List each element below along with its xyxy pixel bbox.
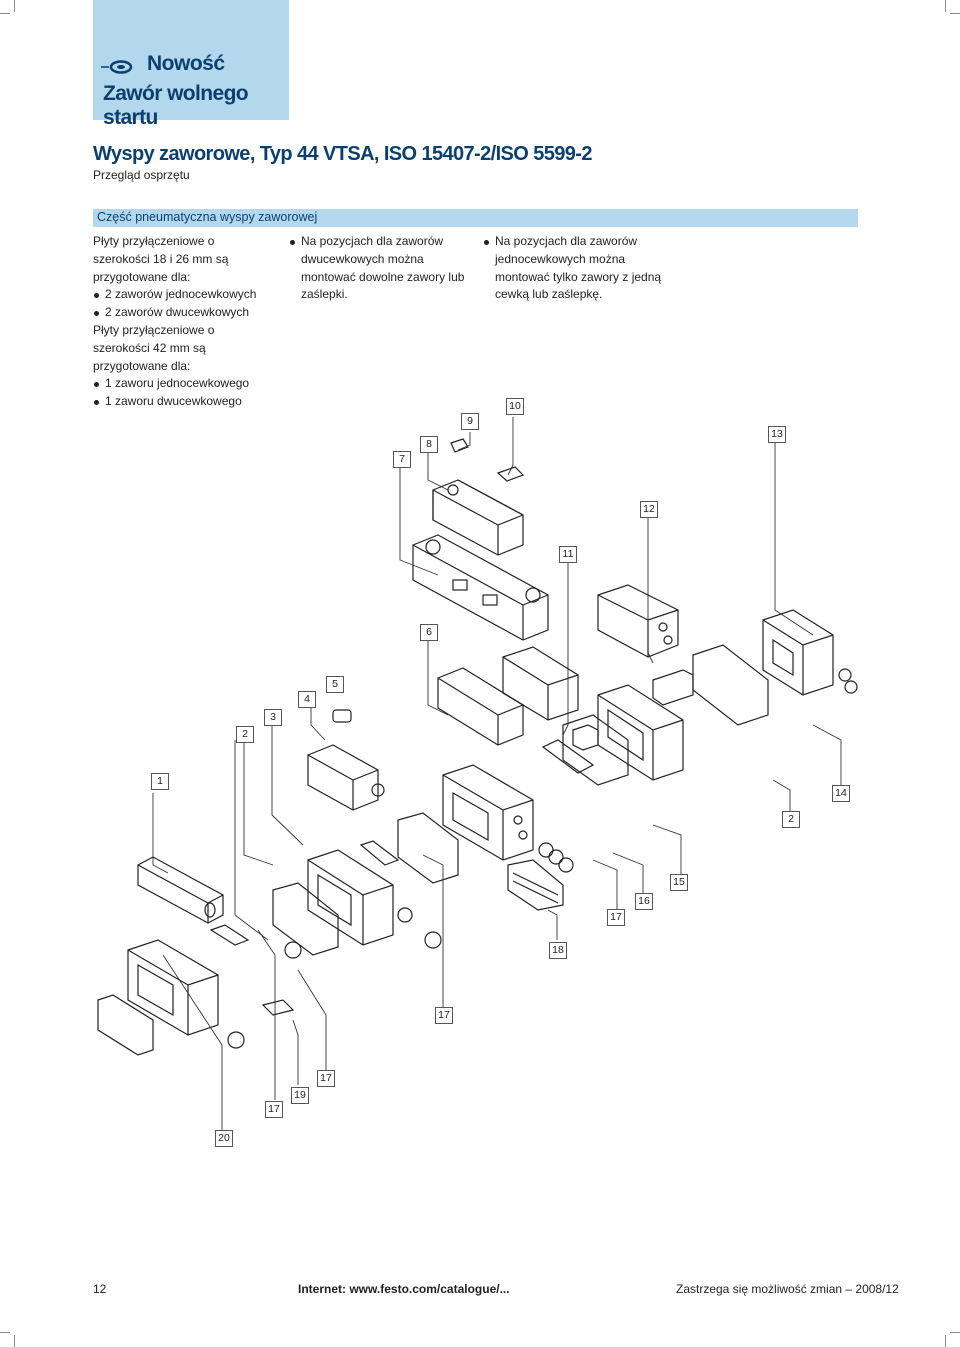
crop-mark — [945, 1335, 946, 1347]
badge-subtitle: Zawór wolnego startu — [103, 82, 249, 129]
callout-label: 10 — [506, 398, 524, 415]
callout-label: 17 — [317, 1070, 335, 1087]
crop-mark — [0, 1332, 10, 1333]
page-title: Wyspy zaworowe, Typ 44 VTSA, ISO 15407-2… — [93, 143, 592, 165]
callout-label: 5 — [326, 676, 344, 693]
callout-label: 16 — [635, 893, 653, 910]
column-right: Na pozycjach dla zaworów jednocewkowych … — [483, 233, 673, 304]
callout-label: 17 — [265, 1101, 283, 1118]
callout-label: 17 — [435, 1007, 453, 1024]
change-notice: Zastrzega się możliwość zmian – 2008/12 — [676, 1282, 899, 1296]
paragraph: Płyty przyłączeniowe o szerokości 42 mm … — [93, 322, 215, 373]
column-middle: Na pozycjach dla zaworów dwucewkowych mo… — [289, 233, 469, 304]
crop-mark — [14, 1335, 15, 1347]
bullet-item: 1 zaworu dwucewkowego — [93, 393, 273, 411]
new-product-icon — [101, 60, 133, 74]
callout-label: 19 — [291, 1087, 309, 1104]
crop-mark — [0, 13, 10, 14]
bullet-item: 1 zaworu jednocewkowego — [93, 375, 273, 393]
exploded-view-drawing: 7 8 9 10 13 12 11 6 5 4 3 2 1 14 2 15 16… — [93, 395, 863, 1155]
callout-label: 14 — [832, 785, 850, 802]
callout-label: 4 — [298, 691, 316, 708]
section-heading: Część pneumatyczna wyspy zaworowej — [97, 210, 318, 224]
exploded-view-illustration — [97, 417, 858, 1130]
callout-label: 7 — [393, 451, 411, 468]
callout-label: 6 — [420, 624, 438, 641]
crop-mark — [14, 0, 15, 12]
bullet-item: Na pozycjach dla zaworów dwucewkowych mo… — [289, 233, 469, 304]
callout-label: 2 — [236, 726, 254, 743]
callout-label: 20 — [215, 1130, 233, 1147]
callout-label: 9 — [461, 413, 479, 430]
paragraph: Płyty przyłączeniowe o szerokości 18 i 2… — [93, 234, 229, 284]
bullet-item: 2 zaworów jednocewkowych — [93, 286, 273, 304]
callout-label: 3 — [264, 709, 282, 726]
page-subtitle: Przegląd osprzętu — [93, 168, 190, 182]
callout-label: 15 — [670, 874, 688, 891]
callout-label: 17 — [607, 909, 625, 926]
crop-mark — [950, 1332, 960, 1333]
page-number: 12 — [93, 1282, 107, 1296]
column-left: Płyty przyłączeniowe o szerokości 18 i 2… — [93, 233, 273, 411]
bullet-item: Na pozycjach dla zaworów jednocewkowych … — [483, 233, 673, 304]
badge-label: Nowość — [147, 52, 225, 75]
callout-label: 2 — [782, 811, 800, 828]
callout-label: 18 — [549, 942, 567, 959]
internet-link[interactable]: Internet: www.festo.com/catalogue/... — [298, 1282, 510, 1296]
callout-label: 11 — [559, 546, 577, 563]
crop-mark — [945, 0, 946, 12]
callout-label: 1 — [151, 773, 169, 790]
bullet-item: 2 zaworów dwucewkowych — [93, 304, 273, 322]
internet-link-text: Internet: www.festo.com/catalogue/... — [298, 1282, 510, 1296]
callout-label: 13 — [768, 426, 786, 443]
section-heading-bar: Część pneumatyczna wyspy zaworowej — [93, 209, 858, 227]
new-product-badge: Nowość Zawór wolnego startu — [93, 0, 289, 129]
callout-label: 12 — [640, 501, 658, 518]
callout-label: 8 — [420, 436, 438, 453]
crop-mark — [950, 13, 960, 14]
